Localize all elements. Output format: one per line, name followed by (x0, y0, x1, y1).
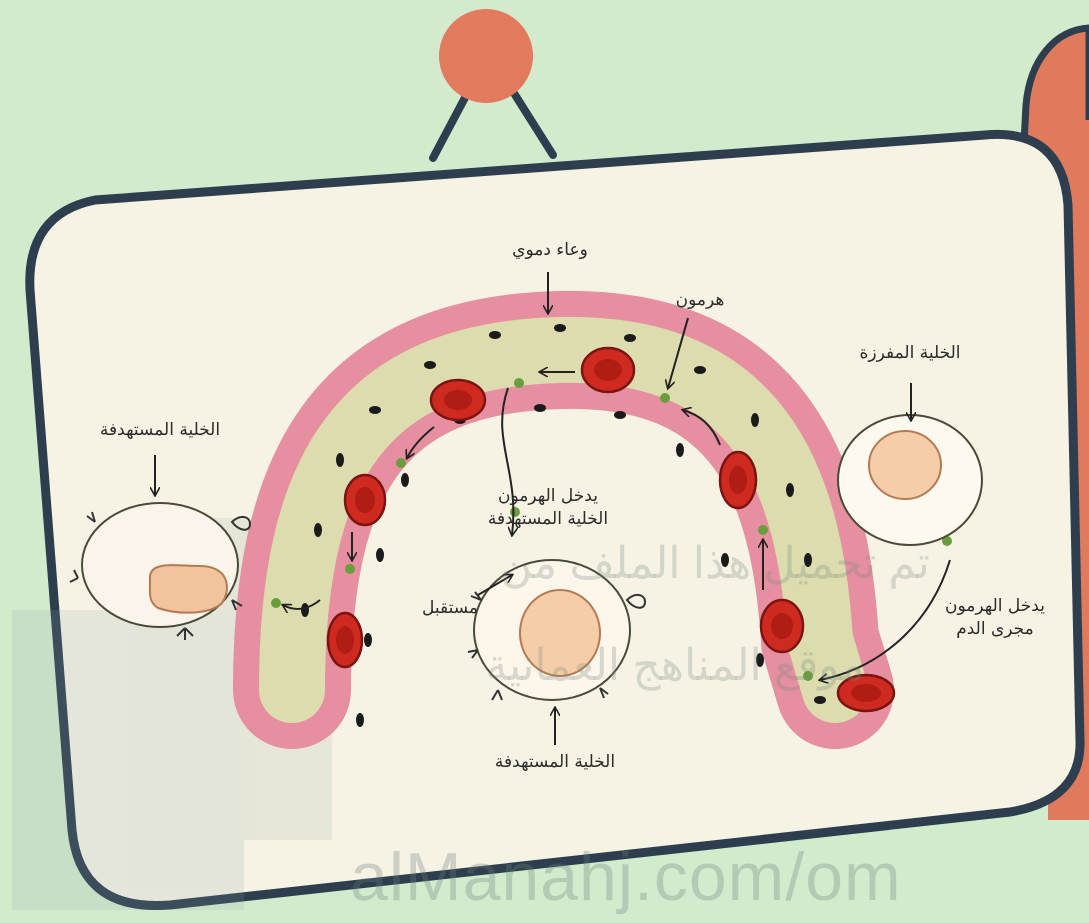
label-hormone-enters-blood: يدخل الهرمون مجرى الدم (930, 595, 1060, 641)
pin (439, 9, 533, 103)
label-receptor: مستقبل (410, 598, 490, 618)
watermark-url: alManahj.com/om (350, 838, 902, 916)
label-hormone-enters-target: يدخل الهرمون الخلية المستهدفة (478, 485, 618, 531)
label-secreting-cell: الخلية المفرزة (835, 343, 985, 363)
label-hormone: هرمون (655, 290, 745, 310)
watermark-arabic-line2: موقع المناهج العمانية (390, 640, 960, 691)
red-blood-cell (328, 613, 362, 667)
label-blood-vessel: وعاء دموي (490, 240, 610, 260)
red-blood-cell (345, 475, 385, 525)
label-target-cell-left: الخلية المستهدفة (75, 420, 245, 440)
red-blood-cell (582, 348, 634, 392)
red-blood-cell (720, 452, 756, 508)
secreting-cell (838, 415, 982, 545)
watermark-arabic-line1: تم تحميل هذا الملف من (430, 538, 1000, 589)
red-blood-cell (431, 380, 485, 420)
label-target-cell-bottom: الخلية المستهدفة (475, 752, 635, 772)
